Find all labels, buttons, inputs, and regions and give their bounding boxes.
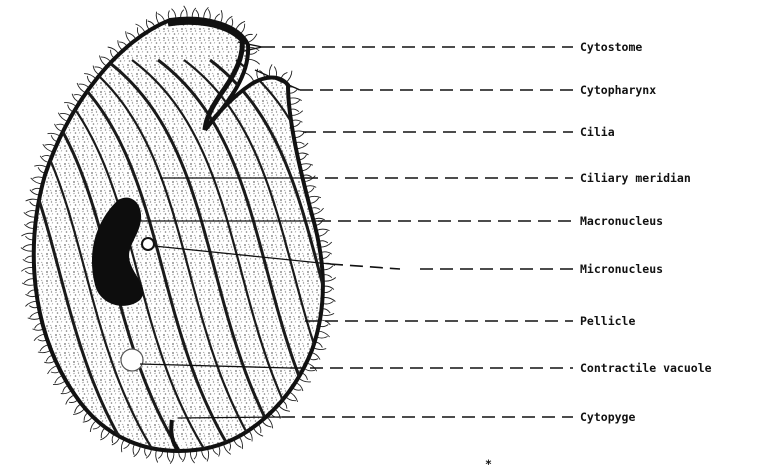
label-pellicle: Pellicle bbox=[580, 314, 635, 328]
label-cilia: Cilia bbox=[580, 125, 615, 139]
cilium bbox=[320, 242, 332, 247]
label-macronucleus: Macronucleus bbox=[580, 214, 663, 228]
label-ciliary-meridian: Ciliary meridian bbox=[580, 171, 691, 185]
labels: Cytostome Cytopharynx Cilia Ciliary meri… bbox=[485, 40, 712, 471]
cell-body bbox=[0, 19, 530, 470]
meridian-stripe bbox=[340, 60, 530, 470]
cilium bbox=[323, 278, 336, 282]
cilium bbox=[247, 59, 259, 64]
cilium bbox=[316, 229, 329, 231]
label-cytostome: Cytostome bbox=[580, 40, 642, 54]
label-contractile-vacuole: Contractile vacuole bbox=[580, 361, 712, 375]
label-micronucleus: Micronucleus bbox=[580, 262, 663, 276]
page-mark: * bbox=[485, 457, 492, 471]
label-cytopyge: Cytopyge bbox=[580, 410, 635, 424]
contractile-vacuole bbox=[121, 349, 143, 371]
cilium bbox=[323, 297, 336, 301]
micronucleus bbox=[142, 238, 154, 250]
label-cytopharynx: Cytopharynx bbox=[580, 83, 656, 97]
